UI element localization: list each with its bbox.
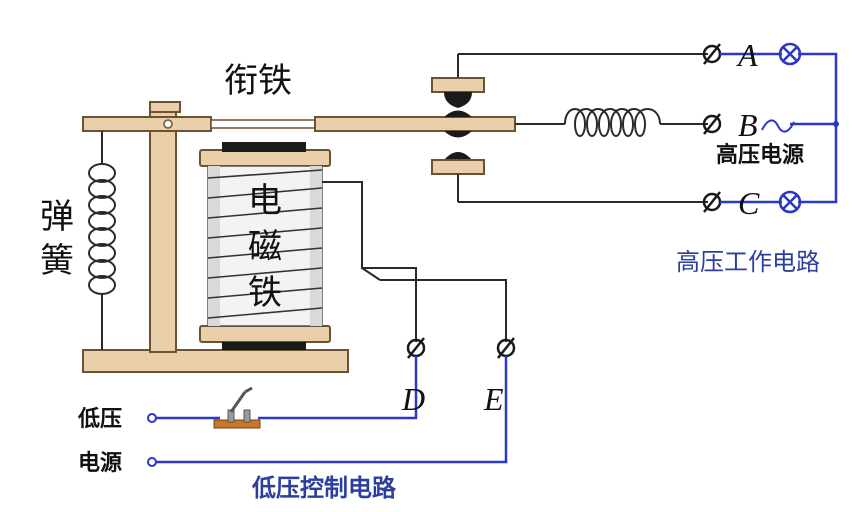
armature-right <box>314 116 516 132</box>
lower-contact <box>431 152 485 202</box>
post-cap <box>149 101 181 113</box>
coil-icon <box>564 108 661 137</box>
lv-terminal-bottom <box>147 457 157 467</box>
low-voltage-source-label: 低压 电源 <box>77 407 130 476</box>
electromagnet-label: 电 磁 铁 <box>248 181 293 313</box>
blue-lv-wires <box>152 356 508 464</box>
terminal-e-label: E <box>483 381 504 417</box>
terminal-c-label: C <box>738 185 760 221</box>
armature-label: 衔铁 <box>224 61 292 101</box>
base-plate <box>82 349 349 373</box>
armature-left <box>82 116 212 132</box>
pivot-icon <box>163 119 173 129</box>
black-wires <box>322 53 708 342</box>
terminal-b-label: B <box>738 107 758 143</box>
switch-icon <box>213 386 261 429</box>
lv-terminal-top <box>147 413 157 423</box>
spring-coil-icon <box>88 131 116 350</box>
terminal-a-label: A <box>736 37 758 73</box>
junction-dot <box>833 121 839 127</box>
terminal-icon <box>406 43 722 359</box>
upper-contact <box>431 54 485 138</box>
armature-link <box>210 119 316 129</box>
terminal-d-label: D <box>401 381 425 417</box>
blue-hv-wires <box>720 52 838 204</box>
lamp-icon <box>778 42 802 214</box>
high-voltage-circuit-label: 高压工作电路 <box>676 248 820 276</box>
upright-post <box>149 101 177 353</box>
high-voltage-source-label: 高压电源 <box>716 142 804 168</box>
ac-source-icon <box>761 119 795 133</box>
electromagnet <box>199 142 331 350</box>
spring-label: 弹 簧 <box>40 197 85 281</box>
low-voltage-circuit-label: 低压控制电路 <box>251 474 397 502</box>
